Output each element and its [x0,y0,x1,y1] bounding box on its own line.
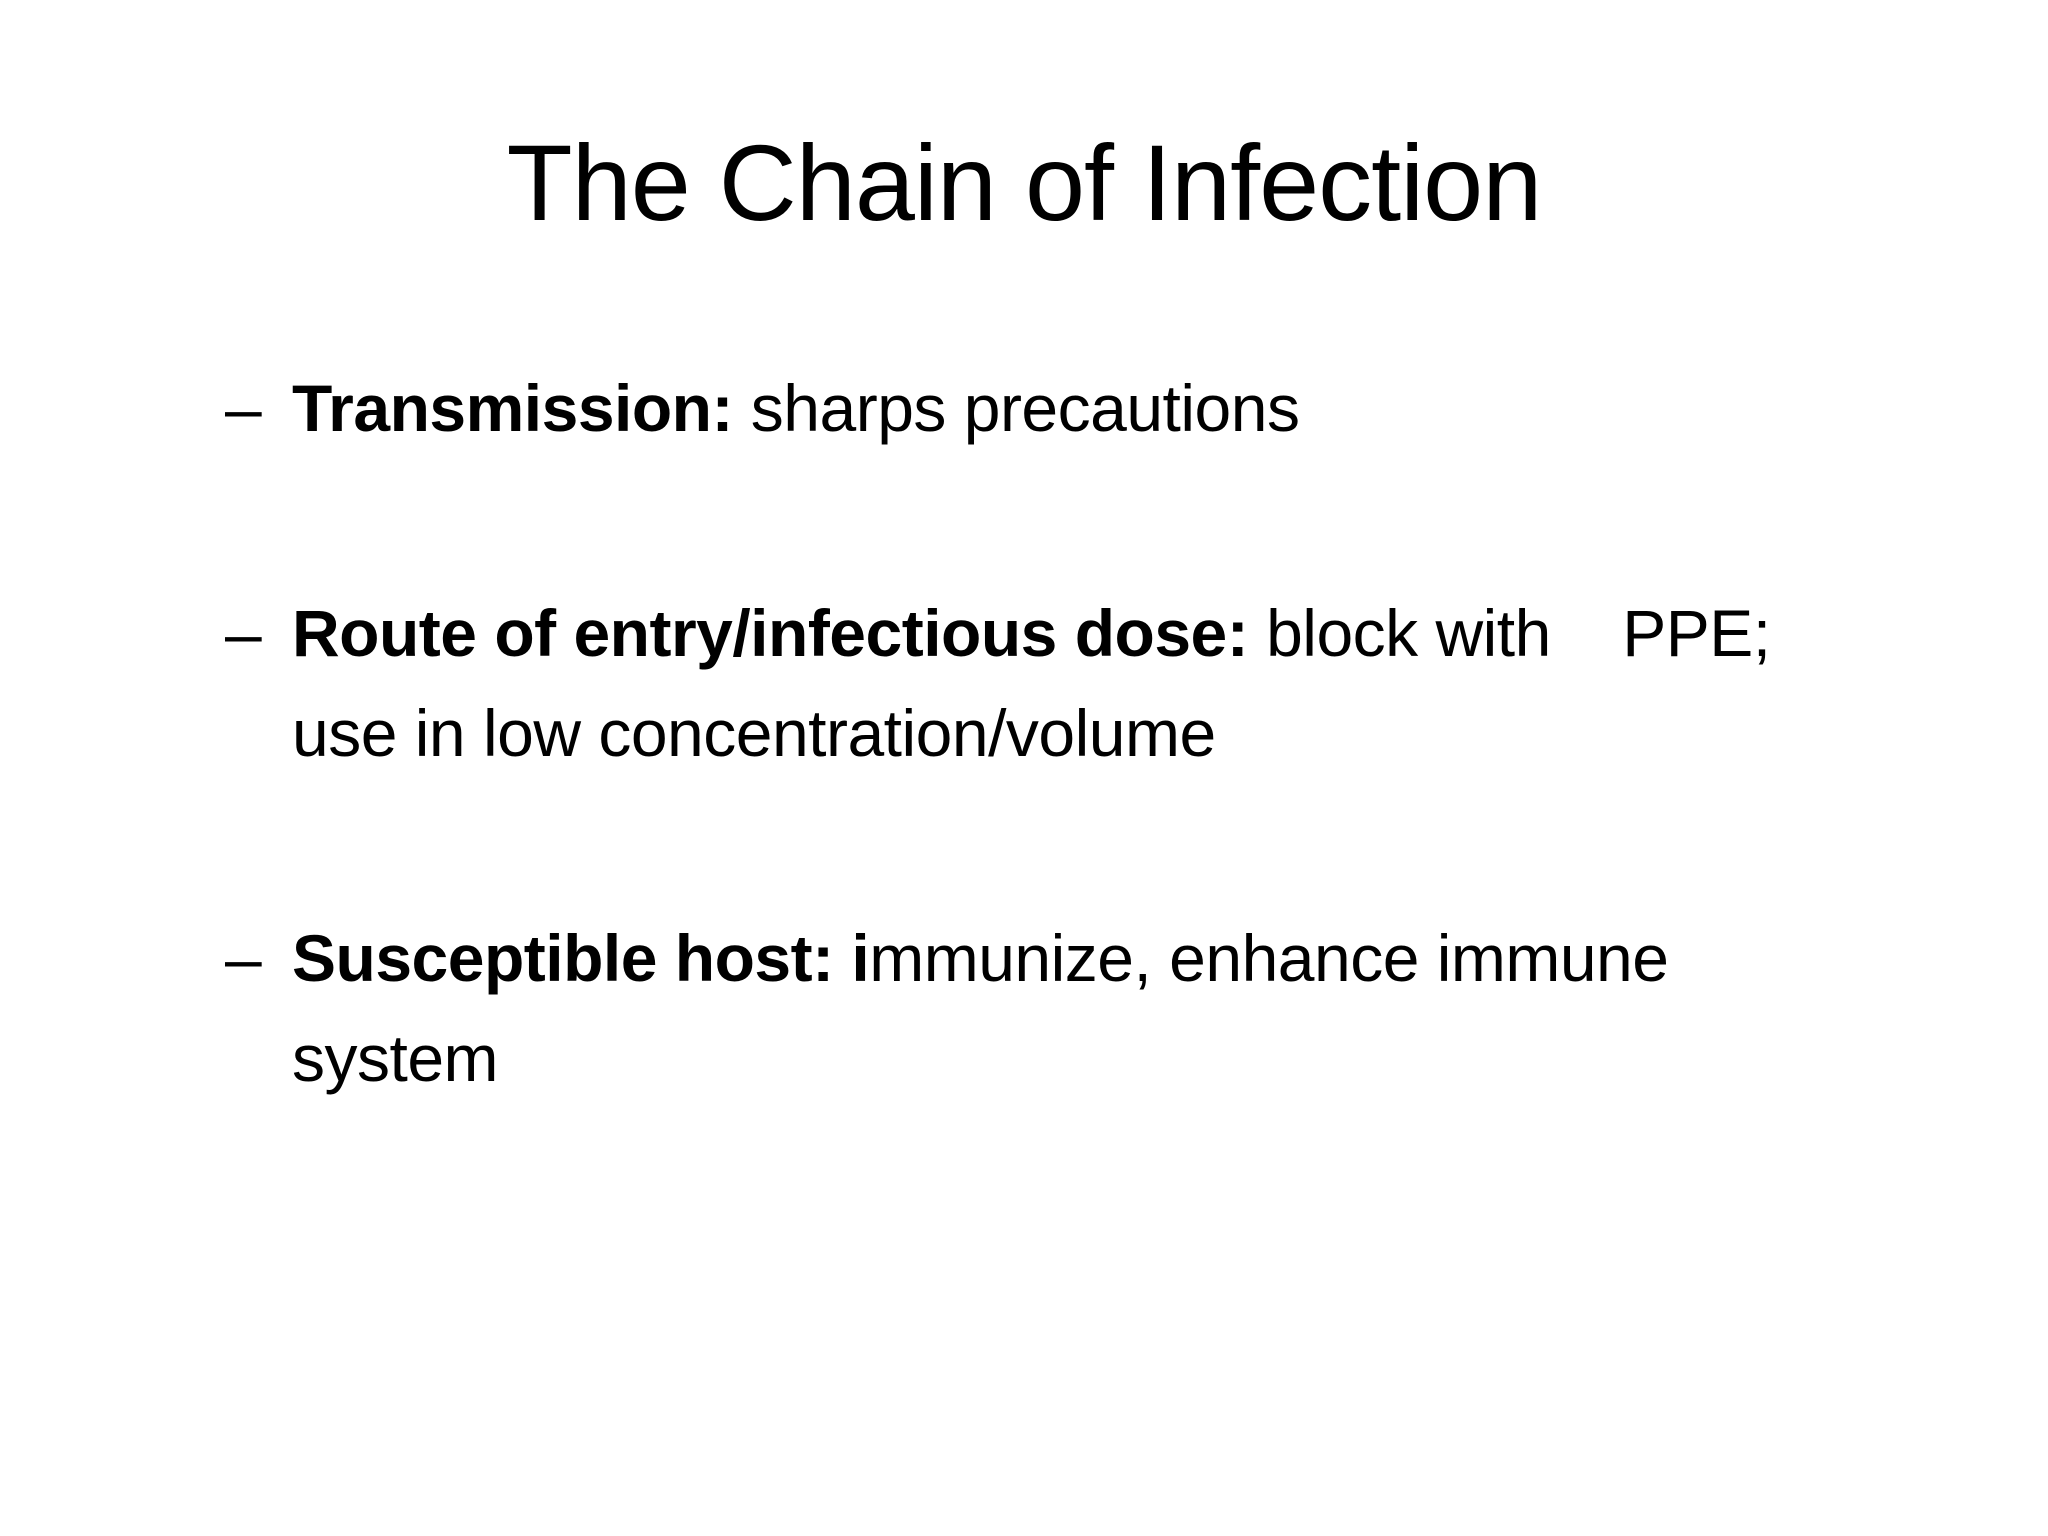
bullet-term: Susceptible host: i [292,921,870,995]
bullet-item-route-of-entry: – Route of entry/infectious dose: block … [225,583,1948,783]
slide-title: The Chain of Infection [506,122,1543,243]
bullet-description: sharps precautions [732,371,1300,445]
bullet-item-susceptible-host: – Susceptible host: immunize, enhance im… [225,908,1948,1108]
bullet-continuation: use in low concentration/volume [292,696,1216,770]
bullet-content: Route of entry/infectious dose: block wi… [292,583,1948,783]
bullet-item-transmission: – Transmission: sharps precautions [225,358,1948,458]
bullet-content: Transmission: sharps precautions [292,358,1948,458]
bullet-continuation: system [292,1021,499,1095]
bullet-description: mmunize, enhance immune [869,921,1669,995]
bullet-description: block with PPE; [1248,596,1771,670]
dash-bullet-marker: – [225,596,262,670]
bullet-list: – Transmission: sharps precautions – Rou… [225,358,1948,1108]
bullet-content: Susceptible host: immunize, enhance immu… [292,908,1948,1108]
bullet-term: Transmission: [292,371,733,445]
dash-bullet-marker: – [225,371,262,445]
bullet-term: Route of entry/infectious dose: [292,596,1249,670]
dash-bullet-marker: – [225,921,262,995]
